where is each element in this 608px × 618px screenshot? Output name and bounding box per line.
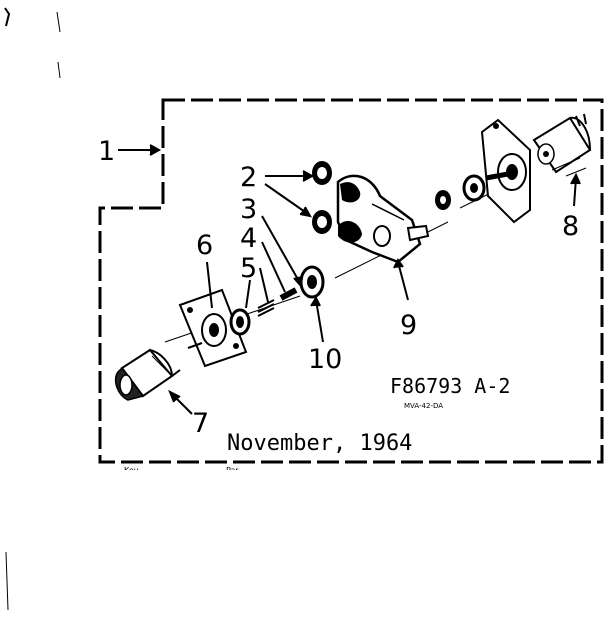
date-label: November, 1964: [227, 431, 413, 456]
figure-number: F86793 A-2: [390, 374, 511, 398]
group-outline: [98, 98, 604, 464]
seal-lower-icon: [312, 210, 332, 234]
callout-6: 6: [196, 230, 214, 261]
callout-1: 1: [98, 136, 116, 167]
callout-5: 5: [240, 253, 258, 284]
small-code: MVA-42-DA: [404, 402, 444, 410]
valve-body-icon: [336, 174, 430, 264]
scan-mark: [56, 11, 61, 33]
pin-icon: [279, 287, 298, 301]
motor-icon: [114, 348, 181, 401]
seal-icon: [229, 308, 251, 336]
callout-2: 2: [240, 162, 258, 193]
callout-9: 9: [400, 310, 418, 341]
right-seal-2-icon: [462, 174, 486, 202]
callout-3: 3: [240, 194, 258, 225]
scan-mark: [4, 7, 11, 27]
callout-4: 4: [240, 223, 258, 254]
callout-7: 7: [192, 408, 210, 439]
right-bracket-icon: [480, 118, 531, 224]
footer-part-partial: Par: [226, 466, 239, 475]
seal-upper-icon: [312, 161, 332, 185]
right-motor-icon: [532, 113, 592, 177]
washer-icon: [299, 265, 325, 299]
bracket-icon: [178, 288, 248, 368]
right-seal-icon: [435, 190, 451, 210]
scan-mark: [5, 551, 9, 611]
leader-lines: [118, 144, 581, 415]
callout-10: 10: [308, 344, 343, 375]
callout-8: 8: [562, 211, 580, 242]
spring-icon: [257, 299, 275, 317]
footer-key-partial: Key: [124, 466, 139, 475]
scan-mark: [57, 61, 61, 79]
